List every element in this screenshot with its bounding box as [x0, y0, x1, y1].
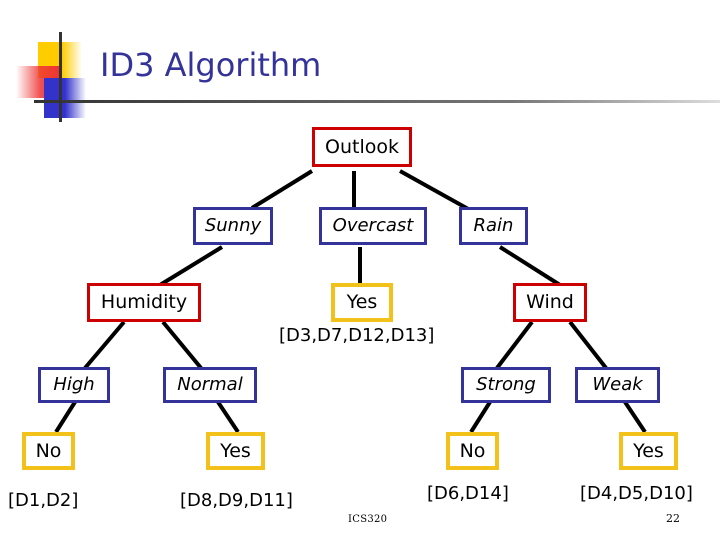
branch-rain[interactable]: Rain [459, 207, 528, 245]
leaf-no-2[interactable]: No [446, 432, 499, 470]
footer-course-label: ICS320 [348, 514, 388, 525]
node-wind[interactable]: Wind [513, 283, 587, 322]
edge-humidity-high [83, 320, 126, 370]
edge-outlook-rain [399, 169, 471, 212]
node-overcast-yes[interactable]: Yes [331, 283, 393, 322]
leaf-examples-3: [D6,D14] [427, 483, 509, 504]
edge-humidity-normal [161, 320, 203, 370]
footer-page-number: 22 [666, 512, 680, 525]
edge-high-no [54, 400, 77, 434]
branch-weak[interactable]: Weak [575, 367, 660, 403]
node-humidity[interactable]: Humidity [87, 283, 201, 322]
overcast-examples: [D3,D7,D12,D13] [279, 325, 435, 346]
node-outlook[interactable]: Outlook [312, 127, 412, 167]
leaf-examples-2: [D8,D9,D11] [180, 490, 293, 511]
page-title: ID3 Algorithm [100, 46, 322, 84]
leaf-examples-4: [D4,D5,D10] [580, 483, 693, 504]
leaf-yes-1[interactable]: Yes [206, 432, 265, 470]
edge-wind-weak [568, 320, 608, 370]
edge-weak-yes [623, 400, 647, 434]
branch-high[interactable]: High [38, 367, 110, 403]
edge-wind-strong [495, 320, 534, 370]
branch-overcast[interactable]: Overcast [319, 207, 427, 245]
leaf-yes-2[interactable]: Yes [619, 432, 678, 470]
leaf-examples-1: [D1,D2] [8, 490, 79, 511]
edge-rain-wind [498, 245, 562, 287]
branch-normal[interactable]: Normal [163, 367, 257, 403]
edge-strong-no [469, 400, 492, 434]
edge-normal-yes [216, 400, 240, 434]
branch-strong[interactable]: Strong [461, 367, 551, 403]
edge-outlook-sunny [250, 169, 314, 210]
branch-sunny[interactable]: Sunny [193, 207, 273, 245]
edge-sunny-humidity [158, 245, 224, 287]
leaf-no-1[interactable]: No [22, 432, 75, 470]
